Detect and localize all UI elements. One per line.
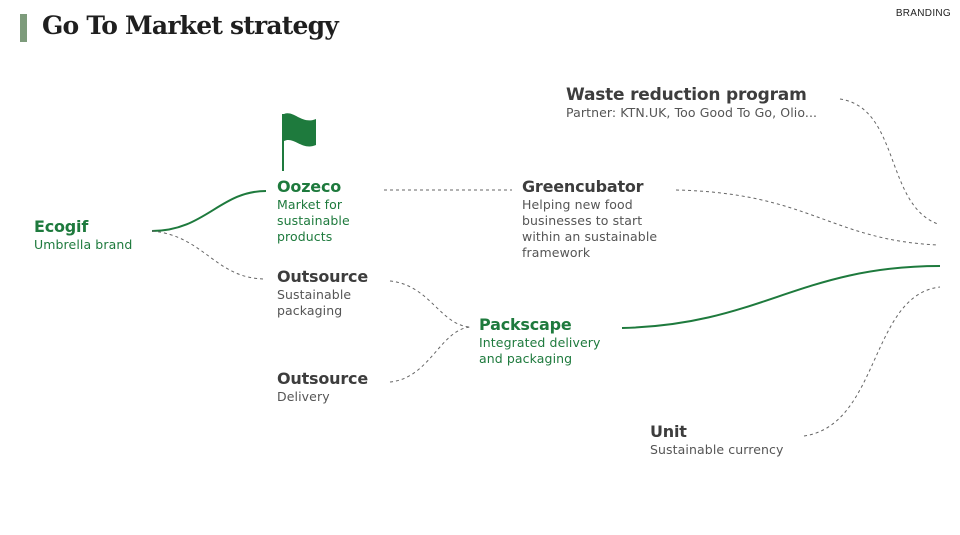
node-waste-reduction: Waste reduction program Partner: KTN.UK,… bbox=[566, 85, 817, 121]
node-subtitle: Partner: KTN.UK, Too Good To Go, Olio... bbox=[566, 105, 818, 120]
connector-unit-hub bbox=[803, 286, 941, 437]
node-title: Oozeco bbox=[277, 177, 342, 196]
node-title: Ecogif bbox=[34, 217, 89, 236]
node-greencubator: Greencubator Helping new food businesses… bbox=[522, 177, 657, 261]
node-title: Waste reduction program bbox=[566, 85, 807, 105]
node-subtitle: Sustainable currency bbox=[650, 442, 784, 457]
connector-outsource-packaging-packscape bbox=[389, 280, 471, 328]
node-title: Packscape bbox=[479, 315, 572, 334]
node-title: Greencubator bbox=[522, 177, 644, 196]
title-accent-bar bbox=[20, 14, 27, 42]
node-ecogif: Ecogif Umbrella brand bbox=[34, 217, 132, 253]
node-packscape: Packscape Integrated delivery and packag… bbox=[479, 315, 601, 367]
node-title: Unit bbox=[650, 422, 687, 441]
connector-greencubator-hub bbox=[675, 189, 939, 246]
node-title: Outsource bbox=[277, 267, 368, 286]
connector-outsource-delivery-packscape bbox=[389, 326, 471, 383]
node-subtitle: Sustainable packaging bbox=[277, 287, 352, 318]
node-unit: Unit Sustainable currency bbox=[650, 422, 784, 458]
connector-waste-reduction-hub bbox=[839, 98, 939, 225]
section-tag: BRANDING bbox=[895, 8, 951, 19]
node-subtitle: Integrated delivery and packaging bbox=[479, 335, 601, 366]
connector-ecogif-oozeco bbox=[151, 190, 267, 232]
node-outsource-delivery: Outsource Delivery bbox=[277, 369, 368, 405]
node-title: Outsource bbox=[277, 369, 368, 388]
node-subtitle: Umbrella brand bbox=[34, 237, 133, 252]
page-title: Go To Market strategy bbox=[42, 11, 339, 40]
flag-icon bbox=[282, 113, 316, 171]
node-subtitle: Delivery bbox=[277, 389, 330, 404]
connector-ecogif-outsource-packaging bbox=[151, 230, 267, 280]
node-subtitle: Helping new food businesses to start wit… bbox=[522, 197, 658, 260]
node-subtitle: Market for sustainable products bbox=[277, 197, 350, 244]
node-oozeco: Oozeco Market for sustainable products bbox=[277, 177, 350, 245]
node-outsource-packaging: Outsource Sustainable packaging bbox=[277, 267, 368, 319]
connector-packscape-hub bbox=[621, 265, 941, 329]
